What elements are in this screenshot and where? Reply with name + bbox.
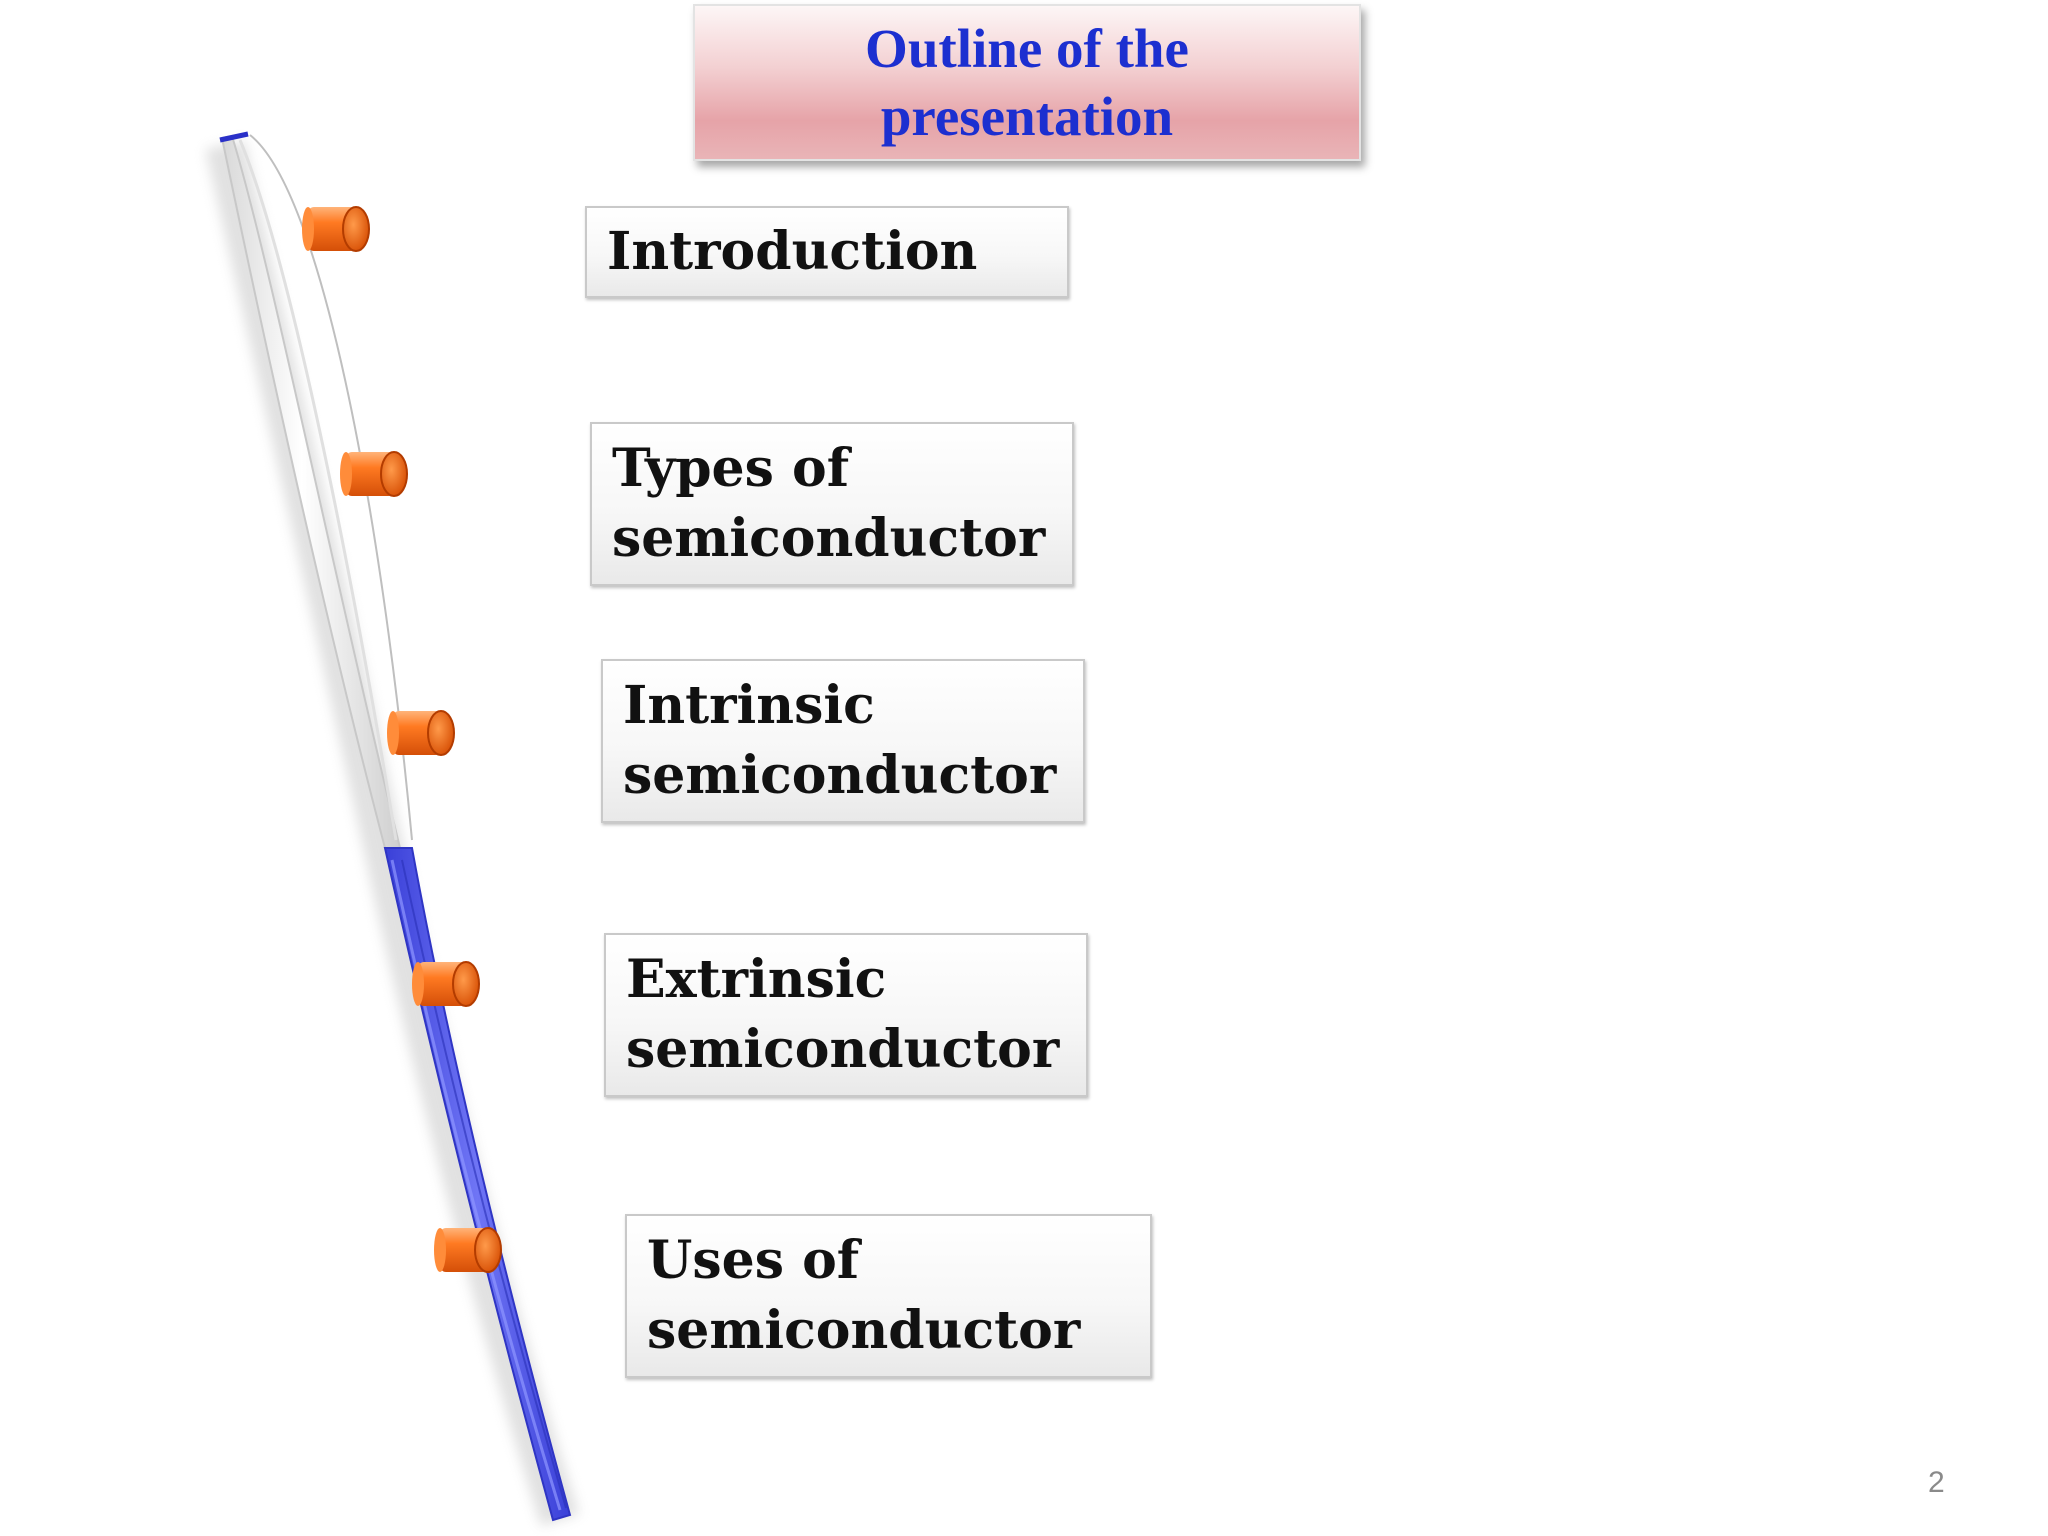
outline-item-intrinsic: Intrinsic semiconductor [601, 659, 1085, 823]
bullet-marker-3 [387, 710, 455, 756]
outline-item-uses: Uses of semiconductor [625, 1214, 1152, 1378]
outline-item-extrinsic: Extrinsic semiconductor [604, 933, 1088, 1097]
outline-item-label: Intrinsic semiconductor [623, 675, 1057, 806]
outline-item-types: Types of semiconductor [590, 422, 1074, 586]
bullet-marker-1 [302, 206, 370, 252]
title-box: Outline of the presentation [693, 4, 1361, 161]
slide-title: Outline of the presentation [865, 17, 1189, 147]
outline-item-label: Introduction [607, 221, 978, 282]
outline-item-label: Extrinsic semiconductor [626, 949, 1060, 1080]
outline-item-label: Uses of semiconductor [647, 1230, 1081, 1361]
outline-item-introduction: Introduction [585, 206, 1069, 298]
outline-item-label: Types of semiconductor [612, 438, 1046, 569]
page-number: 2 [1928, 1466, 1945, 1499]
bullet-marker-4 [412, 961, 480, 1007]
bullet-marker-5 [434, 1227, 502, 1273]
bullet-marker-2 [340, 451, 408, 497]
